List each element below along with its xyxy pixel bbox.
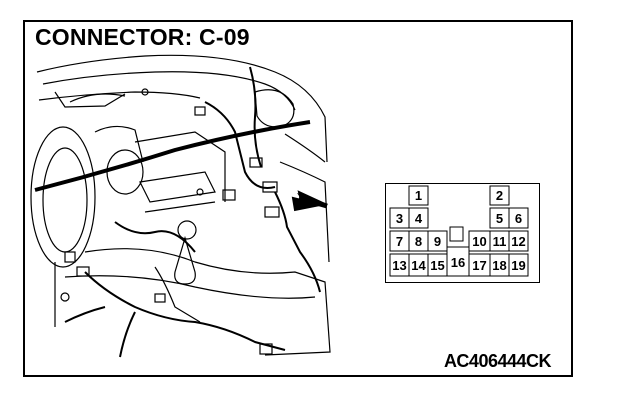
pin-label: 16 — [451, 255, 465, 270]
pin-label: 13 — [392, 258, 406, 273]
pin-cell — [508, 230, 529, 252]
dashboard-illustration — [30, 54, 331, 358]
connector-key — [449, 226, 464, 242]
pin-label: 15 — [430, 258, 444, 273]
pin-cell — [408, 185, 429, 206]
pin-cell — [508, 253, 529, 277]
pin-label: 11 — [493, 234, 507, 249]
pin-label: 12 — [511, 234, 525, 249]
pin-label: 6 — [515, 211, 522, 226]
pin-label: 1 — [415, 188, 422, 203]
connector-face: 1 2 3 4 5 6 7 8 9 10 11 12 — [385, 183, 540, 283]
pin-cell — [427, 230, 448, 252]
pin-label: 5 — [496, 211, 503, 226]
diagram-frame: CONNECTOR: C-09 — [23, 20, 573, 377]
pin-label: 8 — [415, 234, 422, 249]
pin-cell — [508, 207, 529, 229]
connector-pins: 1 2 3 4 5 6 7 8 9 10 11 12 — [389, 185, 529, 277]
pin-label: 19 — [511, 258, 525, 273]
pin-label: 7 — [396, 234, 403, 249]
connector-title: CONNECTOR: C-09 — [35, 24, 250, 50]
pin-cell — [408, 207, 429, 229]
pin-label: 10 — [472, 234, 486, 249]
arrow-icon — [291, 190, 329, 212]
pin-label: 4 — [415, 211, 423, 226]
pin-label: 3 — [396, 211, 403, 226]
pin-cell — [489, 185, 510, 206]
pin-label: 9 — [434, 234, 441, 249]
pin-label: 18 — [492, 258, 506, 273]
pin-label: 2 — [496, 188, 503, 203]
pin-label: 14 — [411, 258, 426, 273]
image-code: AC406444CK — [443, 351, 552, 371]
pin-label: 17 — [472, 258, 486, 273]
